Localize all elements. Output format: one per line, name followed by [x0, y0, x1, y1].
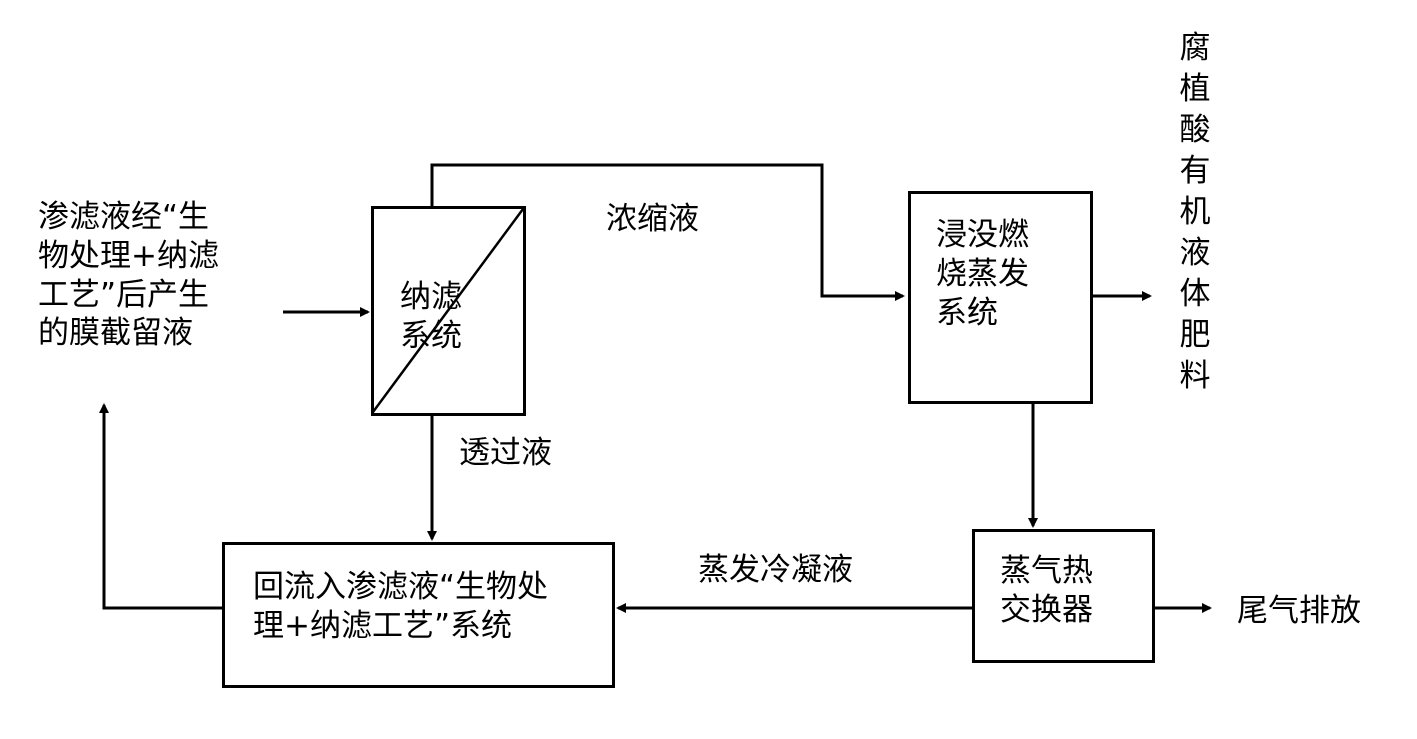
nanofiltration-system-box [371, 206, 526, 416]
membrane-diagonal [371, 208, 525, 413]
heat-exchanger-label: 蒸气热 交换器 [1000, 553, 1093, 628]
condensate-label: 蒸发冷凝液 [698, 552, 853, 588]
evaporation-system-label: 浸没燃 烧蒸发 系统 [936, 217, 1029, 331]
product-label-char: 植 [1179, 71, 1211, 107]
product-label-char: 腐 [1179, 30, 1211, 66]
evaporation-system-box [908, 191, 1093, 404]
nanofiltration-system-label: 纳滤 系统 [400, 279, 462, 354]
concentrate-label: 浓缩液 [606, 201, 699, 237]
product-label: 腐植酸有机液体肥料 [1177, 28, 1213, 397]
arrow-recycle-to-source [99, 403, 224, 610]
product-label-char: 有 [1179, 153, 1211, 189]
recycle-system-label: 回流入渗滤液“生物处 理+纳滤工艺”系统 [253, 569, 549, 644]
product-label-char: 肥 [1179, 317, 1211, 353]
recycle-system-box [222, 542, 615, 688]
source-label: 渗滤液经“生 物处理+纳滤 工艺”后产生 的膜截留液 [38, 199, 219, 352]
product-label-char: 液 [1179, 235, 1211, 271]
product-label-char: 酸 [1179, 112, 1211, 148]
permeate-label: 透过液 [459, 435, 552, 471]
arrow-concentrate [430, 163, 905, 301]
product-label-char: 料 [1179, 358, 1211, 394]
product-label-char: 体 [1179, 276, 1211, 312]
product-label-char: 机 [1179, 194, 1211, 230]
heat-exchanger-box [972, 529, 1155, 663]
exhaust-label: 尾气排放 [1237, 593, 1361, 629]
